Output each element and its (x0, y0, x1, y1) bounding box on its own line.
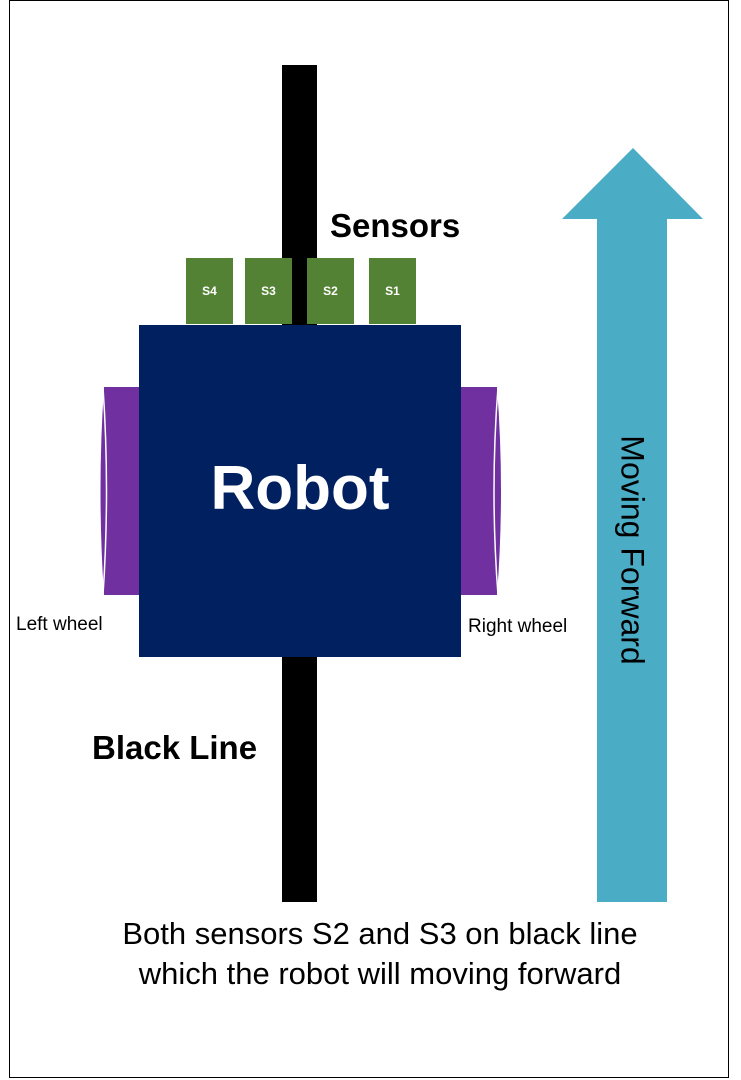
moving-forward-label: Moving Forward (614, 435, 651, 665)
sensor-s1: S1 (369, 258, 416, 324)
right-wheel (460, 386, 503, 596)
sensors-heading: Sensors (330, 207, 461, 244)
sensor-s2: S2 (307, 258, 354, 324)
black-line-label: Black Line (92, 729, 258, 766)
right-wheel-label: Right wheel (468, 616, 568, 637)
black-line-bottom (282, 657, 317, 902)
forward-arrow (562, 148, 703, 902)
sensor-s3: S3 (245, 258, 292, 324)
sensor-s4: S4 (186, 258, 233, 324)
left-wheel-label: Left wheel (16, 614, 103, 635)
robot-body: Robot (139, 325, 461, 657)
left-wheel (98, 386, 140, 596)
robot-label: Robot (210, 453, 390, 523)
bottom-caption: Both sensors S2 and S3 on black line whi… (122, 916, 638, 991)
